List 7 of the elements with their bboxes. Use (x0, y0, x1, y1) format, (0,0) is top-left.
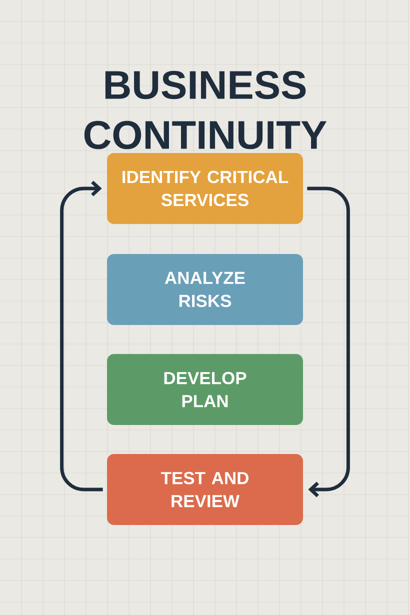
process-box: ANALYZE RISKS (107, 254, 303, 325)
loop-arrow (60, 180, 103, 492)
process-box: IDENTIFY CRITICAL SERVICES (107, 153, 303, 224)
process-box: TEST AND REVIEW (107, 454, 303, 525)
title: BUSINESS CONTINUITY (84, 70, 327, 150)
process-box: DEVELOP PLAN (107, 354, 303, 425)
loop-arrow (307, 186, 350, 498)
